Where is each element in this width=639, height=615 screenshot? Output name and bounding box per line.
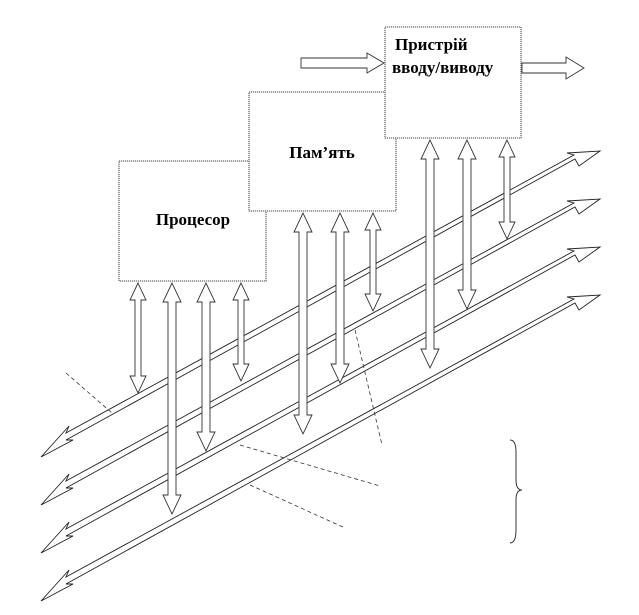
io-output-arrow (521, 56, 585, 80)
processor-label: Процесор (156, 210, 230, 229)
io-device-label-line2: вводу/виводу (392, 58, 494, 77)
processor-connector-2 (162, 281, 182, 516)
io-connector-1 (420, 138, 440, 370)
memory-connector-3 (364, 211, 382, 313)
processor-connector-4 (232, 281, 250, 383)
bus-connections (129, 138, 516, 516)
system-bus (40, 150, 602, 602)
io-device-block (384, 26, 522, 139)
leader-line-memory-bus (354, 329, 383, 446)
leader-lines (65, 329, 383, 528)
processor-block (118, 160, 267, 282)
processor-connector-1 (129, 281, 147, 395)
memory-label: Пам’ять (289, 143, 355, 162)
io-external-arrows (300, 52, 585, 80)
leader-line-address-bus (239, 444, 381, 487)
bus-line-1 (40, 150, 602, 458)
leader-line-control-bus (249, 484, 344, 528)
processor-connector-3 (196, 281, 216, 453)
memory-connector-2 (330, 211, 350, 385)
io-input-arrow (300, 52, 385, 74)
memory-block (248, 91, 397, 212)
io-connector-2 (457, 138, 477, 311)
bus-line-2 (40, 198, 602, 506)
bus-line-4 (40, 294, 602, 602)
memory-connector-1 (293, 211, 313, 436)
io-connector-3 (498, 138, 516, 241)
io-device-label-line1: Пристрій (395, 35, 468, 54)
leader-line-bus-label (65, 372, 113, 414)
bus-line-3 (40, 246, 602, 554)
bus-brace (509, 439, 523, 544)
